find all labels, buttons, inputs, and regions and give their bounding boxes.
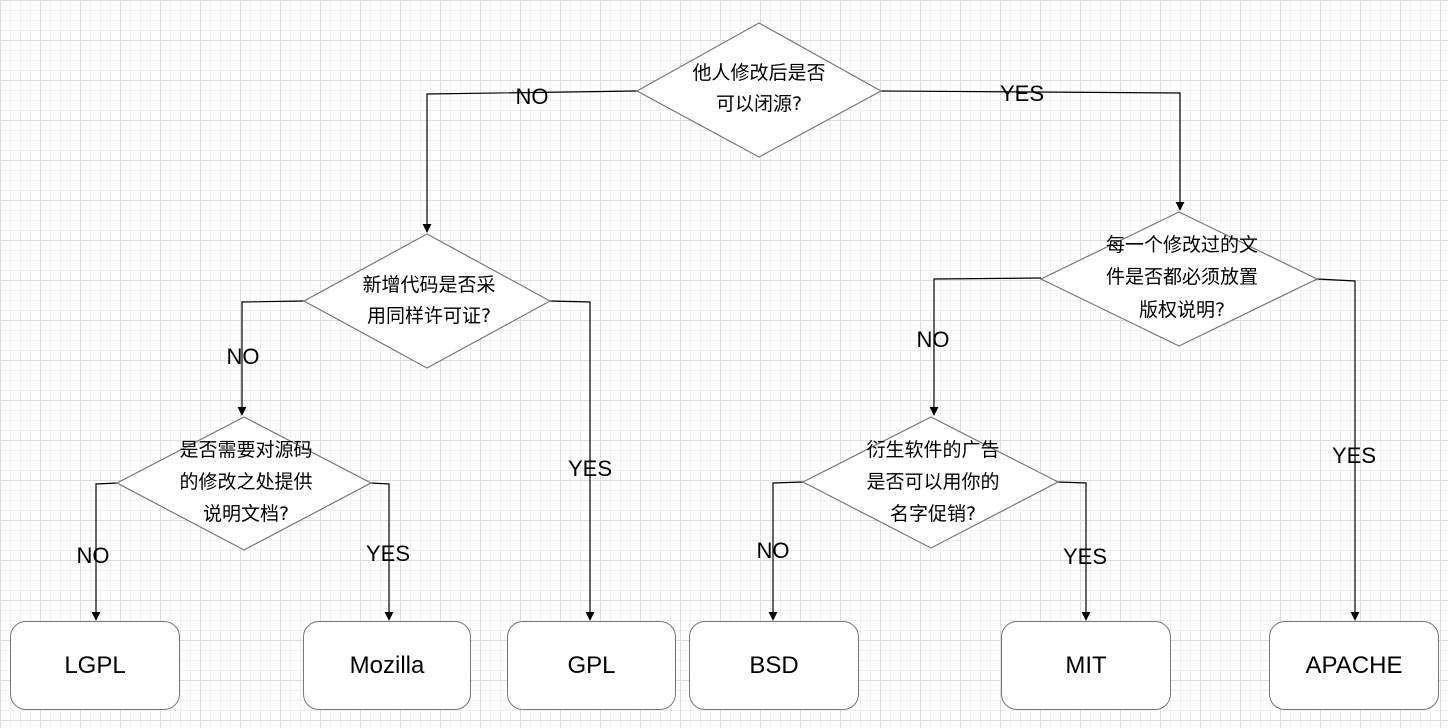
license-label-bsd: BSD	[749, 651, 799, 679]
edge-leftleft-yes	[370, 482, 394, 621]
license-box-mit: MIT	[1001, 621, 1171, 710]
decision-leftleft-line-1: 是否需要对源码	[179, 439, 312, 461]
edge-label-root-yes: YES	[1000, 81, 1044, 106]
edge-label-leftleft-yes: YES	[366, 541, 410, 566]
decision-right-line-1: 每一个修改过的文	[1106, 234, 1258, 256]
decision-rightleft-line-2: 是否可以用你的	[866, 471, 999, 493]
license-box-mozilla: Mozilla	[303, 621, 471, 710]
edge-label-root-no: NO	[516, 84, 549, 109]
license-label-mit: MIT	[1065, 651, 1107, 679]
license-box-lgpl: LGPL	[10, 621, 180, 710]
edge-leftleft-no	[91, 482, 118, 621]
decision-root-line-1: 他人修改后是否	[692, 62, 825, 84]
edge-label-left-yes: YES	[568, 456, 612, 481]
decision-leftleft-shape	[115, 416, 373, 551]
decision-right-line-3: 版权说明?	[1139, 299, 1225, 321]
edge-label-right-no: NO	[917, 327, 950, 352]
decision-root-line-2: 可以闭源?	[716, 93, 802, 115]
decision-rightleft-line-3: 名字促销?	[890, 503, 976, 525]
license-label-gpl: GPL	[567, 651, 616, 679]
edge-left-no	[237, 300, 305, 416]
edge-right-no	[929, 277, 1042, 416]
license-label-apache: APACHE	[1305, 651, 1403, 679]
decision-leftleft-line-3: 说明文档?	[203, 503, 289, 525]
edge-rightleft-no	[768, 481, 804, 621]
edge-root-yes	[880, 90, 1185, 211]
edge-root-no	[422, 90, 638, 233]
license-label-lgpl: LGPL	[64, 651, 126, 679]
edge-right-yes	[1316, 278, 1360, 621]
decision-left-shape	[302, 233, 552, 369]
edge-label-right-yes: YES	[1332, 443, 1376, 468]
edge-label-rightleft-no: NO	[757, 538, 790, 563]
decision-right-line-2: 件是否都必须放置	[1106, 266, 1258, 288]
edge-label-rightleft-yes: YES	[1063, 544, 1107, 569]
decision-left-line-2: 用同样许可证?	[367, 305, 491, 327]
edge-left-yes	[549, 300, 595, 621]
decision-left-line-1: 新增代码是否采	[362, 274, 495, 296]
license-box-gpl: GPL	[507, 621, 676, 710]
decision-leftleft-line-2: 的修改之处提供	[179, 471, 312, 493]
license-box-bsd: BSD	[689, 621, 859, 710]
license-label-mozilla: Mozilla	[349, 651, 425, 679]
license-box-apache: APACHE	[1269, 621, 1439, 710]
decision-right-shape	[1039, 211, 1319, 347]
edge-label-left-no: NO	[227, 344, 260, 369]
decision-rightleft-line-1: 衍生软件的广告	[866, 439, 999, 461]
edge-label-leftleft-no: NO	[77, 543, 110, 568]
decision-root-shape	[635, 22, 883, 158]
decision-rightleft-shape	[801, 416, 1060, 549]
edge-rightleft-yes	[1057, 481, 1091, 621]
